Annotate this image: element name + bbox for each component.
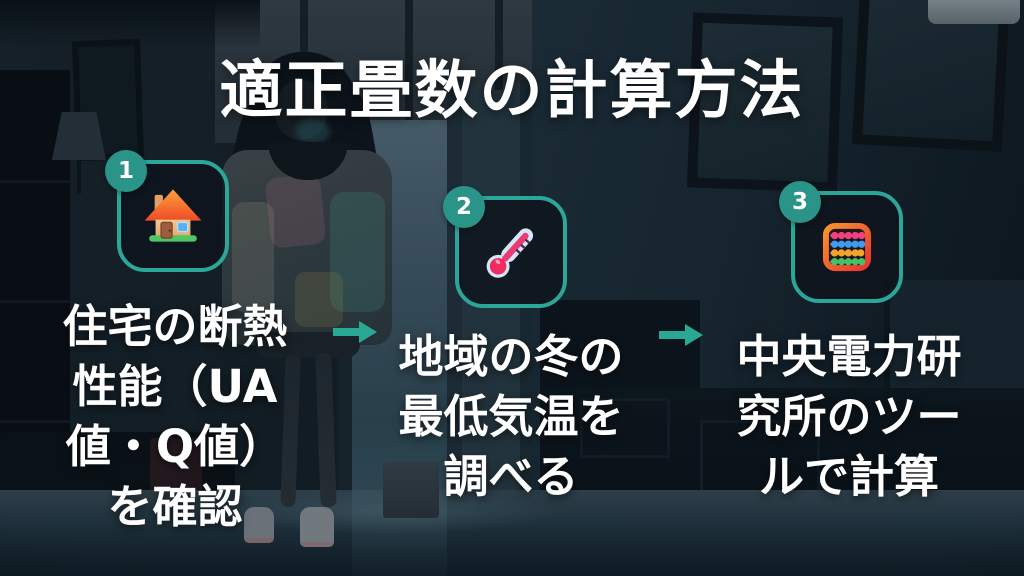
- step-2-line: 地域の冬の: [398, 330, 624, 383]
- step-3-icon-tile: 3: [779, 181, 903, 303]
- step-1-line: 性能（UA: [72, 360, 278, 413]
- step-1-icon-tile: 1: [105, 150, 229, 272]
- step-2-text: 地域の冬の 最低気温を 調べる: [356, 327, 666, 507]
- abacus-icon: [822, 222, 872, 272]
- step-2-line: 調べる: [443, 450, 579, 503]
- step-2-icon-tile: 2: [443, 186, 567, 308]
- step-1-line: 住宅の断熱: [62, 300, 288, 353]
- page-title: 適正畳数の計算方法: [219, 54, 805, 127]
- right-arrow-icon: [333, 321, 377, 343]
- step-3-number-badge: 3: [779, 181, 821, 223]
- step-2-line: 最低気温を: [398, 390, 624, 443]
- step-1-line: 値・Q値）: [65, 420, 285, 473]
- step-1-number-badge: 1: [105, 150, 147, 192]
- step-1-text: 住宅の断熱 性能（UA 値・Q値） を確認: [20, 297, 330, 537]
- step-1-line: を確認: [107, 480, 243, 533]
- house-icon: [144, 189, 202, 242]
- step-3-line: ルで計算: [758, 450, 939, 503]
- step-3-text: 中央電力研 究所のツー ルで計算: [694, 327, 1004, 507]
- right-arrow-icon: [659, 324, 703, 346]
- step-3-line: 究所のツー: [736, 390, 962, 443]
- step-2-number-badge: 2: [443, 186, 485, 228]
- step-3-line: 中央電力研: [736, 330, 962, 383]
- thermometer-icon: [486, 228, 534, 278]
